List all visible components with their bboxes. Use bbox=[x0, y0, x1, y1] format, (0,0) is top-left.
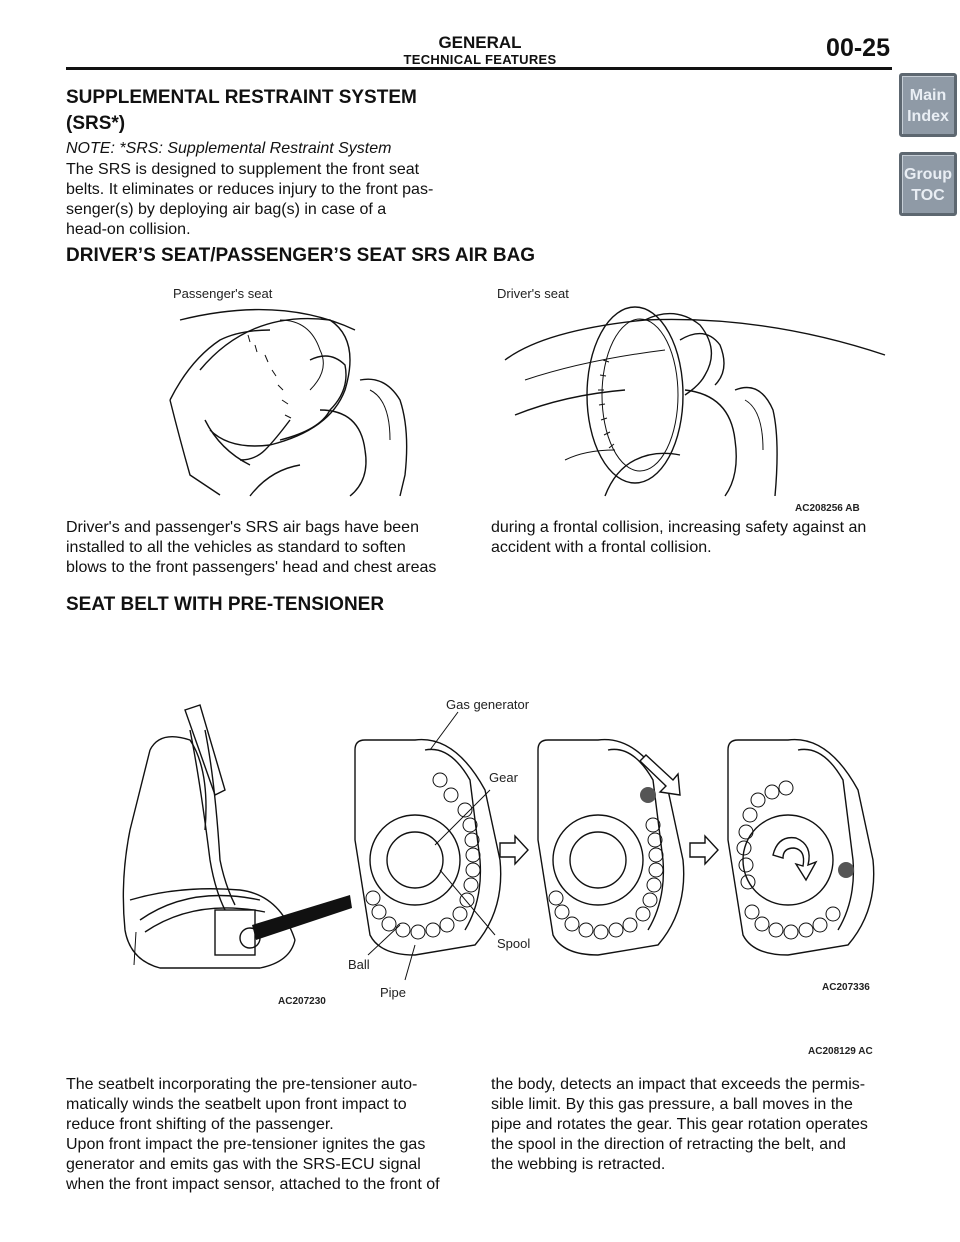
gear-label: Gear bbox=[489, 770, 518, 785]
airbag-text-col2: during a frontal collision, increasing s… bbox=[491, 518, 901, 558]
passenger-seat-label: Passenger's seat bbox=[173, 286, 273, 301]
spool-label: Spool bbox=[497, 936, 531, 951]
pretensioner-text-line: Upon front impact the pre-tensioner igni… bbox=[66, 1136, 426, 1153]
pretensioner-code-right: AC207336 bbox=[822, 982, 870, 993]
subsection-title: TECHNICAL FEATURES bbox=[403, 52, 557, 67]
airbag-text-line: Driver's and passenger's SRS air bags ha… bbox=[66, 519, 419, 536]
pretensioner-text-line: matically winds the seatbelt upon front … bbox=[66, 1096, 407, 1113]
pretensioner-text-line: generator and emits gas with the SRS-ECU… bbox=[66, 1156, 421, 1173]
page-number: 00-25 bbox=[826, 34, 890, 62]
main-index-label-1: Main bbox=[909, 87, 947, 104]
pretensioner-text-line: reduce front shifting of the passenger. bbox=[66, 1116, 334, 1133]
airbag-illustration bbox=[169, 306, 886, 497]
header-rule bbox=[66, 67, 892, 70]
pretensioner-heading: SEAT BELT WITH PRE-TENSIONER bbox=[66, 594, 385, 615]
srs-body-line: head-on collision. bbox=[66, 221, 191, 238]
pipe-label: Pipe bbox=[380, 985, 407, 1000]
pretensioner-text-col1: The seatbelt incorporating the pre-tensi… bbox=[66, 1075, 481, 1195]
passenger-airbag-drawing bbox=[169, 308, 408, 497]
airbag-text-line: during a frontal collision, increasing s… bbox=[491, 519, 867, 536]
srs-body-line: belts. It eliminates or reduces injury t… bbox=[66, 181, 434, 198]
airbag-text-line: accident with a frontal collision. bbox=[491, 539, 712, 556]
pretensioner-text-line: the body, detects an impact that exceeds… bbox=[491, 1076, 866, 1093]
airbag-text-col1: Driver's and passenger's SRS air bags ha… bbox=[66, 518, 476, 578]
retractor-before bbox=[354, 738, 502, 956]
pretensioner-illustration bbox=[122, 704, 875, 981]
pretensioner-text-line: the spool in the direction of retracting… bbox=[491, 1136, 846, 1153]
driver-airbag-drawing bbox=[504, 306, 886, 497]
group-toc-button[interactable]: Group TOC bbox=[899, 152, 957, 216]
group-toc-label-2: TOC bbox=[911, 187, 945, 204]
srs-heading-line1: SUPPLEMENTAL RESTRAINT SYSTEM bbox=[66, 87, 417, 108]
pretensioner-text-line: the webbing is retracted. bbox=[491, 1156, 666, 1173]
airbag-text-line: blows to the front passengers' head and … bbox=[66, 559, 437, 576]
group-toc-label-1: Group bbox=[904, 166, 952, 183]
airbag-figure-code: AC208256 AB bbox=[795, 503, 860, 514]
pretensioner-text-line: when the front impact sensor, attached t… bbox=[66, 1176, 440, 1193]
driver-seat-label: Driver's seat bbox=[497, 286, 569, 301]
pretensioner-text-col2: the body, detects an impact that exceeds… bbox=[491, 1075, 906, 1175]
srs-note: NOTE: *SRS: Supplemental Restraint Syste… bbox=[66, 140, 392, 157]
pretensioner-figure-code: AC208129 AC bbox=[808, 1046, 873, 1057]
section-title: GENERAL bbox=[438, 33, 522, 52]
srs-body-line: senger(s) by deploying air bag(s) in cas… bbox=[66, 201, 387, 218]
pretensioner-text-line: The seatbelt incorporating the pre-tensi… bbox=[66, 1076, 418, 1093]
srs-body: The SRS is designed to supplement the fr… bbox=[66, 160, 433, 240]
retractor-mid bbox=[537, 738, 685, 956]
seat-drawing bbox=[122, 704, 352, 969]
retractor-after bbox=[727, 738, 875, 956]
pretensioner-text-line: pipe and rotates the gear. This gear rot… bbox=[491, 1116, 868, 1133]
main-index-label-2: Index bbox=[907, 108, 949, 125]
pretensioner-text-line: sible limit. By this gas pressure, a bal… bbox=[491, 1096, 853, 1113]
gas-generator-label: Gas generator bbox=[446, 697, 530, 712]
pretensioner-code-left: AC207230 bbox=[278, 996, 326, 1007]
srs-body-line: The SRS is designed to supplement the fr… bbox=[66, 161, 420, 178]
airbag-text-line: installed to all the vehicles as standar… bbox=[66, 539, 406, 556]
main-index-button[interactable]: Main Index bbox=[899, 73, 957, 137]
ball-label: Ball bbox=[348, 957, 370, 972]
srs-heading-line2: (SRS*) bbox=[66, 113, 126, 134]
airbag-heading: DRIVER’S SEAT/PASSENGER’S SEAT SRS AIR B… bbox=[66, 245, 536, 266]
